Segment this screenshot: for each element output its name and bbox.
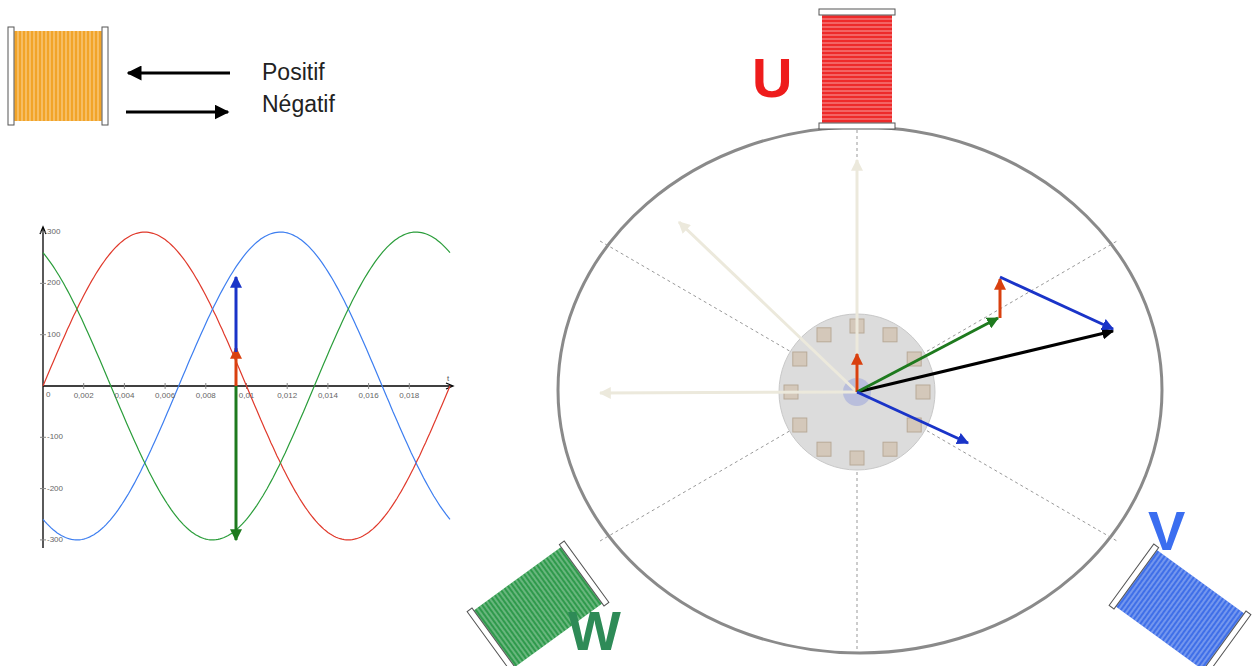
tick-label: 300 — [47, 228, 60, 236]
slot — [850, 451, 864, 465]
tick — [40, 334, 46, 335]
tick-label: 0,012 — [277, 392, 297, 400]
phase-v-arrow — [235, 277, 238, 352]
phase-w-arrow — [235, 386, 238, 540]
tick-label: 0,006 — [155, 392, 175, 400]
negative-arrow — [126, 111, 228, 114]
chart-axes — [40, 227, 453, 548]
coil-u — [819, 9, 895, 129]
phase-label: W — [568, 603, 621, 659]
tick — [205, 383, 206, 389]
legend-text: Positif — [262, 61, 325, 84]
previous-vectors — [600, 160, 857, 393]
tick-label: -100 — [47, 433, 63, 441]
tick — [368, 383, 369, 389]
slot — [916, 385, 930, 399]
stator — [558, 127, 1162, 653]
tick-label: 0,008 — [196, 392, 216, 400]
legend-text: Négatif — [262, 93, 335, 116]
tick-label: 0,01 — [239, 392, 255, 400]
slot — [793, 352, 807, 366]
resultant-vector — [857, 331, 1113, 392]
tick-label: 0,014 — [318, 392, 338, 400]
tick — [327, 383, 328, 389]
u-vector — [856, 354, 859, 392]
axis-label: t — [447, 375, 449, 383]
v-vector-shifted — [1000, 277, 1113, 329]
tick — [409, 383, 410, 389]
tick — [40, 437, 46, 438]
axis-lines — [600, 130, 1117, 652]
phase-w-wave — [43, 232, 450, 540]
tick-label: 200 — [47, 279, 60, 287]
tick — [40, 232, 46, 233]
tick — [40, 488, 46, 489]
tick-label: -200 — [47, 485, 63, 493]
tick — [287, 383, 288, 389]
tick-label: -300 — [47, 536, 63, 544]
phase-u-wave — [43, 232, 450, 540]
u-vector-shifted — [999, 279, 1002, 318]
tick-label: 100 — [47, 331, 60, 339]
tick — [83, 383, 84, 389]
tick-label: 0,004 — [114, 392, 134, 400]
tick — [40, 539, 46, 540]
legend-coil — [8, 27, 108, 125]
tick-label: 0,016 — [359, 392, 379, 400]
chart-ticks — [40, 232, 409, 540]
v-vector — [857, 392, 968, 443]
slot — [883, 442, 897, 456]
positive-arrow — [128, 72, 230, 75]
tick — [124, 383, 125, 389]
coil-v — [1109, 544, 1251, 666]
phase-u-arrow — [235, 348, 238, 386]
phase-v-wave — [43, 232, 450, 540]
phase-label: V — [1148, 503, 1185, 559]
w-vector — [857, 318, 998, 392]
slot — [817, 442, 831, 456]
phase-label: U — [752, 50, 792, 106]
slot — [793, 418, 807, 432]
slot — [817, 328, 831, 342]
tick-label: 0,002 — [74, 392, 94, 400]
tick-label: 0 — [46, 391, 50, 399]
tick — [165, 383, 166, 389]
tick-label: 0,018 — [399, 392, 419, 400]
tick — [40, 283, 46, 284]
slot — [883, 328, 897, 342]
